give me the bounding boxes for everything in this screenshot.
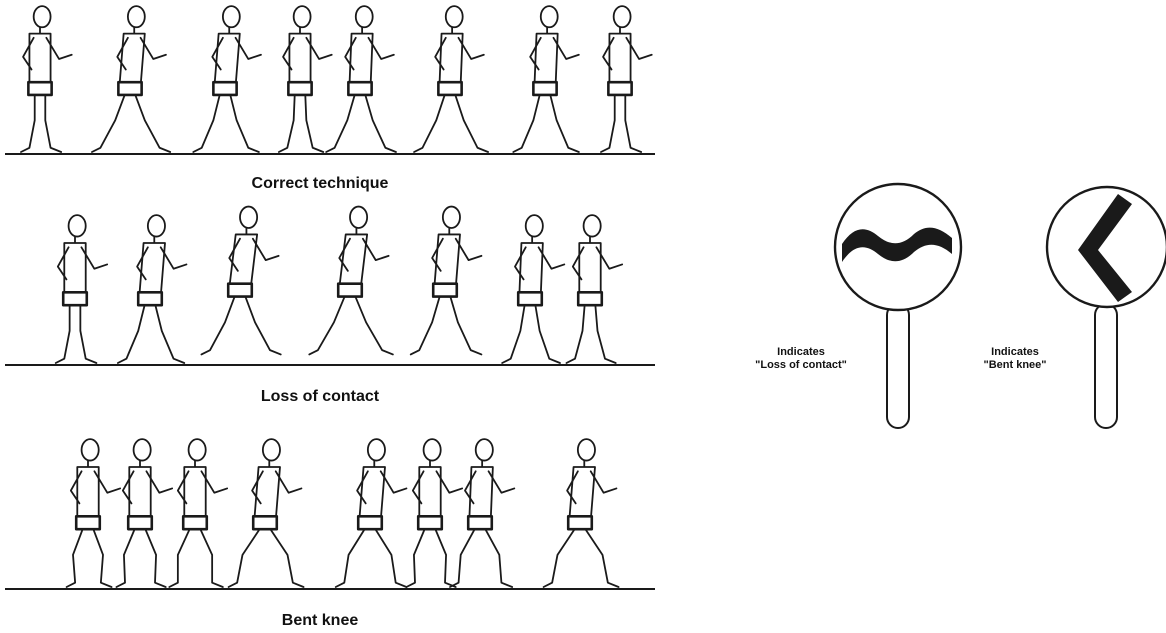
walker-figure [502, 215, 564, 363]
walker-figure [67, 439, 121, 587]
walker-figure [336, 439, 407, 587]
correct-technique-caption: Correct technique [210, 175, 430, 193]
walker-figure [326, 6, 396, 152]
walker-figure [229, 439, 304, 587]
walker-figure [513, 6, 579, 152]
loss-of-contact-paddle [835, 184, 961, 428]
walker-figure [406, 439, 462, 587]
walker-figure [169, 439, 227, 587]
walker-figure [544, 439, 619, 587]
indicates-label: Indicates [736, 346, 866, 359]
walker-figure [92, 6, 170, 152]
walker-figure [116, 439, 172, 587]
walker-figure [56, 215, 107, 363]
bent-knee-label: "Bent knee" [960, 359, 1070, 372]
walker-figure [601, 6, 652, 152]
walker-figure [411, 207, 482, 355]
walker-figure [21, 6, 72, 152]
indicates-label: Indicates [960, 346, 1070, 359]
walker-figure [193, 6, 261, 152]
bent-knee-figure-row [0, 425, 660, 595]
loss-of-contact-sign-label: Indicates "Loss of contact" [736, 346, 866, 372]
walker-figure [118, 215, 187, 363]
walker-figure [309, 207, 393, 355]
walker-figure [279, 6, 332, 152]
judge-paddles [820, 180, 1166, 440]
correct-technique-figure-row [0, 0, 660, 160]
walker-figure [566, 215, 622, 363]
walker-figure [201, 207, 280, 355]
loss-of-contact-figure-row [0, 200, 660, 370]
bent-knee-sign-label: Indicates "Bent knee" [960, 346, 1070, 372]
loss-of-contact-caption: Loss of contact [210, 388, 430, 406]
bent-knee-paddle [1047, 187, 1166, 428]
bent-knee-caption: Bent knee [210, 612, 430, 630]
walker-figure [450, 439, 514, 587]
walker-figure [414, 6, 488, 152]
loss-of-contact-label: "Loss of contact" [736, 359, 866, 372]
